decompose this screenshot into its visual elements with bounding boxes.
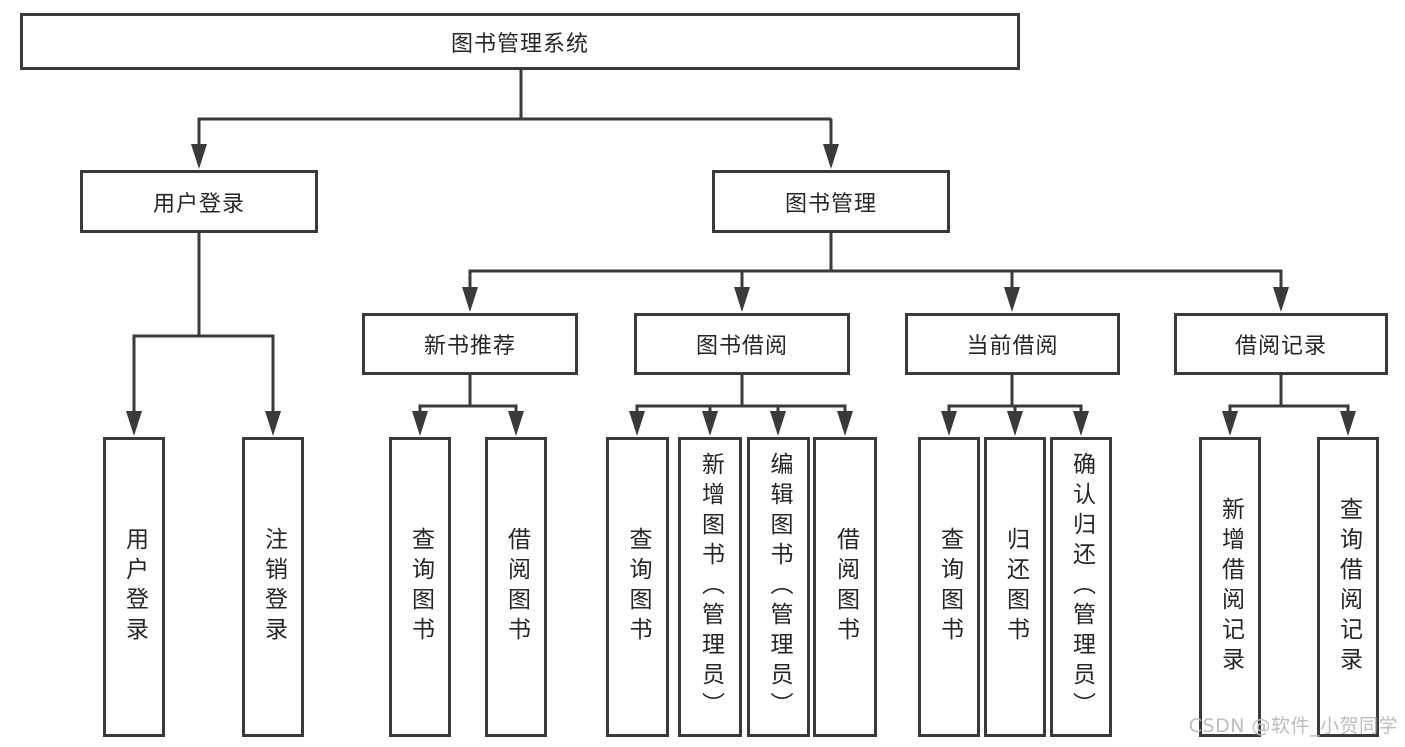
leaf-query-books-borrowing: 查询图书	[606, 437, 669, 737]
arrowhead	[823, 144, 839, 169]
watermark: CSDN @软件_小贺同学	[1188, 715, 1398, 737]
arrowhead	[508, 411, 524, 436]
leaf-query-borrow-record-label: 查询借阅记录	[1335, 497, 1362, 677]
arrowhead	[734, 287, 750, 312]
arrowhead	[1007, 411, 1023, 436]
arrowhead	[1004, 287, 1020, 312]
leaf-add-book-admin-label: 新增图书（管理员）	[697, 452, 724, 722]
leaf-user-login-label: 用户登录	[121, 527, 148, 647]
leaf-borrow-books-recommend-label: 借阅图书	[503, 527, 530, 647]
arrowhead	[1340, 411, 1356, 436]
leaf-query-books-recommend-label: 查询图书	[407, 527, 434, 647]
leaf-query-books-borrowing-label: 查询图书	[625, 527, 651, 647]
leaf-borrow-books-borrowing-label: 借阅图书	[832, 527, 859, 647]
arrowhead	[770, 411, 786, 436]
node-book-management: 图书管理	[712, 170, 950, 233]
node-current-borrowing-label: 当前借阅	[966, 334, 1059, 359]
leaf-return-books-label: 归还图书	[1002, 527, 1029, 647]
leaf-query-books-recommend: 查询图书	[389, 437, 451, 737]
arrowhead	[702, 411, 718, 436]
arrowhead	[462, 287, 478, 312]
leaf-add-book-admin: 新增图书（管理员）	[678, 437, 742, 737]
node-new-book-recommend-label: 新书推荐	[423, 334, 516, 359]
node-current-borrowing: 当前借阅	[905, 313, 1120, 375]
node-book-borrowing-label: 图书借阅	[695, 334, 788, 359]
leaf-edit-book-admin: 编辑图书（管理员）	[747, 437, 810, 737]
arrowhead	[1273, 287, 1289, 312]
node-library-system-label: 图书管理系统	[450, 31, 589, 57]
leaf-user-login: 用户登录	[103, 437, 165, 737]
node-borrowing-records-label: 借阅记录	[1234, 334, 1327, 359]
leaf-add-borrow-record-label: 新增借阅记录	[1217, 497, 1244, 677]
leaf-confirm-return-admin-label: 确认归还（管理员）	[1068, 452, 1095, 722]
leaf-borrow-books-borrowing: 借阅图书	[813, 437, 877, 737]
leaf-logout-label: 注销登录	[260, 527, 287, 647]
arrowhead	[837, 411, 853, 436]
arrowhead	[126, 411, 142, 436]
leaf-query-borrow-record: 查询借阅记录	[1317, 437, 1379, 737]
arrowhead	[265, 411, 281, 436]
node-user-login-label: 用户登录	[152, 191, 245, 217]
arrowhead	[1073, 411, 1089, 436]
leaf-query-books-current: 查询图书	[918, 437, 980, 737]
leaf-add-borrow-record: 新增借阅记录	[1199, 437, 1261, 737]
leaf-query-books-current-label: 查询图书	[936, 527, 963, 647]
arrowhead	[629, 411, 645, 436]
arrowhead	[191, 144, 207, 169]
arrowhead	[1222, 411, 1238, 436]
leaf-logout: 注销登录	[242, 437, 304, 737]
node-new-book-recommend: 新书推荐	[362, 313, 578, 375]
leaf-confirm-return-admin: 确认归还（管理员）	[1050, 437, 1112, 737]
arrowhead	[941, 411, 957, 436]
node-book-borrowing: 图书借阅	[634, 313, 850, 375]
arrowhead	[412, 411, 428, 436]
node-library-system: 图书管理系统	[20, 13, 1020, 70]
node-book-management-label: 图书管理	[784, 191, 877, 217]
leaf-borrow-books-recommend: 借阅图书	[485, 437, 547, 737]
node-user-login: 用户登录	[80, 170, 318, 233]
node-borrowing-records: 借阅记录	[1174, 313, 1388, 375]
arrowheads	[126, 144, 1356, 436]
leaf-edit-book-admin-label: 编辑图书（管理员）	[766, 452, 792, 722]
leaf-return-books: 归还图书	[984, 437, 1046, 737]
